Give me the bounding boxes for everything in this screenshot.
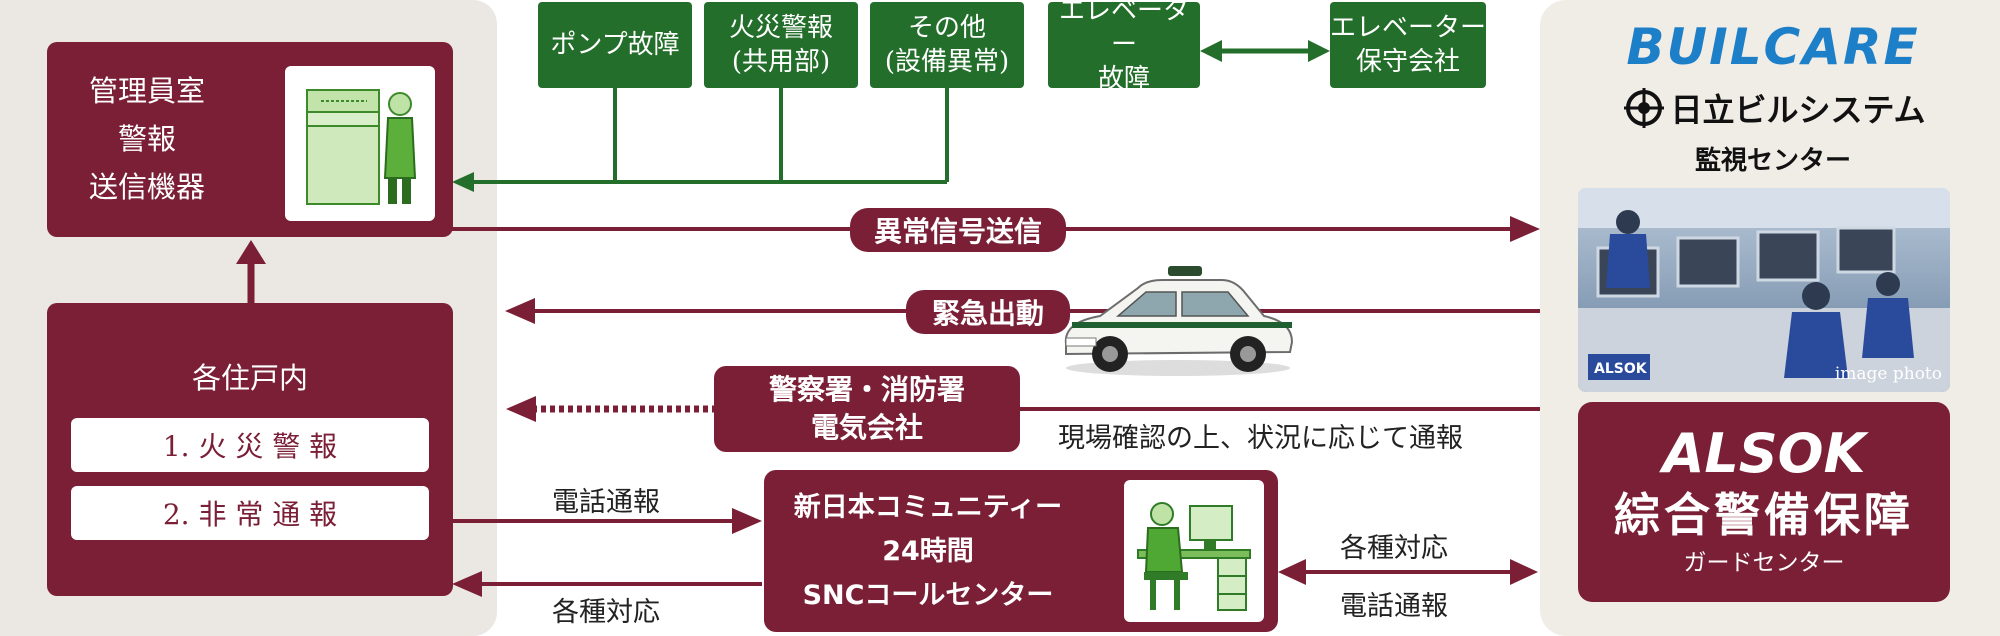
- dwelling-box: 各住戸内 1. 火 災 警 報 2. 非 常 通 報: [47, 303, 453, 596]
- elevator-company-box: エレベーター 保守会社: [1330, 2, 1486, 88]
- phone-report-arrowhead: [732, 508, 762, 534]
- alsok-guard-center-box: ALSOK 綜合警備保障 ガードセンター: [1578, 402, 1950, 602]
- alarm-device-illustration: [285, 66, 435, 221]
- hitachi-company-row: 日立ビルシステム: [1620, 84, 1930, 132]
- fire-alarm-common-box: 火災警報 (共用部): [704, 2, 858, 88]
- right-phone-report-label: 電話通報: [1340, 591, 1448, 622]
- abnormal-signal-label: 異常信号送信: [850, 208, 1066, 252]
- snc-line-1: 新日本コミュニティー: [793, 492, 1063, 523]
- onsite-confirm-note: 現場確認の上、状況に応じて通報: [1058, 423, 1463, 454]
- right-various-response-label: 各種対応: [1340, 533, 1448, 564]
- green-arrowhead-mgmt: [452, 172, 474, 192]
- elevator-company-sublabel: 保守会社: [1355, 47, 1460, 77]
- monitoring-center-label: 監視センター: [1694, 146, 1851, 176]
- dwelling-item-fire-alarm: 1. 火 災 警 報: [71, 418, 429, 472]
- various-response-arrowhead: [452, 571, 482, 597]
- mgmt-line-2: 警報: [117, 122, 176, 156]
- green-connectors: [470, 88, 949, 184]
- mgmt-room-box: 管理員室 警報 送信機器: [47, 42, 453, 237]
- hitachi-emblem-icon: [1624, 88, 1665, 128]
- other-sublabel: (設備異常): [884, 47, 1010, 77]
- hitachi-company-name: 日立ビルシステム: [1670, 91, 1926, 129]
- fire-alarm-sublabel: (共用部): [731, 47, 831, 77]
- mgmt-room-label: 管理員室 警報 送信機器: [47, 54, 247, 224]
- elevator-arrowhead-right: [1308, 40, 1330, 62]
- builcare-logo: BUILCARE: [1626, 18, 1920, 76]
- alsok-company-name: 綜合警備保障: [1614, 488, 1914, 542]
- various-response-label: 各種対応: [552, 597, 660, 628]
- call-operator-icon: [1137, 502, 1251, 611]
- elevator-fault-box: エレベーター 故障: [1048, 0, 1200, 94]
- elevator-fault-label: エレベーター: [1058, 0, 1189, 60]
- elevator-company-label: エレベーター: [1330, 13, 1487, 43]
- pump-fault-label: ポンプ故障: [550, 30, 680, 60]
- electric-company-label: 電気会社: [810, 411, 923, 444]
- snc-line-2: 24時間: [882, 536, 974, 567]
- police-arrowhead: [506, 396, 536, 422]
- dwelling-title: 各住戸内: [191, 361, 308, 395]
- dwelling-item-emergency-report: 2. 非 常 通 報: [71, 486, 429, 540]
- mgmt-line-1: 管理員室: [88, 74, 205, 108]
- mgmt-line-3: 送信機器: [88, 170, 205, 204]
- elevator-fault-sublabel: 故障: [1097, 64, 1150, 94]
- guard-center-label: ガードセンター: [1683, 550, 1845, 576]
- dwelling-to-mgmt-arrowhead: [236, 240, 266, 264]
- other-label: その他: [907, 13, 986, 43]
- police-fire-label: 警察署・消防署: [768, 373, 965, 406]
- snc-label: 新日本コミュニティー 24時間 SNCコールセンター: [764, 482, 1092, 622]
- police-fire-electric-box: 警察署・消防署 電気会社: [714, 366, 1020, 452]
- emergency-arrowhead: [505, 298, 535, 324]
- emergency-dispatch-label: 緊急出動: [906, 290, 1070, 334]
- snc-alsok-arrowhead-right: [1510, 559, 1538, 585]
- alsok-logo: ALSOK: [1662, 422, 1866, 485]
- snc-call-center-box: 新日本コミュニティー 24時間 SNCコールセンター: [764, 470, 1278, 632]
- alarm-operator-icon: [306, 89, 417, 205]
- security-car-icon: [1064, 266, 1294, 376]
- snc-line-3: SNCコールセンター: [802, 580, 1054, 611]
- abnormal-signal-arrowhead: [1510, 216, 1540, 242]
- control-room-illustration: ALSOK: [1578, 188, 1950, 392]
- svg-text:ALSOK: ALSOK: [1594, 361, 1648, 377]
- operator-desk-illustration: [1124, 480, 1264, 622]
- other-equipment-box: その他 (設備異常): [870, 2, 1024, 88]
- snc-alsok-arrowhead-left: [1278, 559, 1306, 585]
- pump-fault-box: ポンプ故障: [538, 2, 692, 88]
- phone-report-label: 電話通報: [552, 487, 660, 518]
- fire-alarm-label: 火災警報: [728, 13, 833, 43]
- photo-caption: image photo: [1834, 364, 1942, 384]
- elevator-arrowhead-left: [1200, 40, 1222, 62]
- monitoring-center-photo: ALSOK image photo: [1578, 188, 1950, 392]
